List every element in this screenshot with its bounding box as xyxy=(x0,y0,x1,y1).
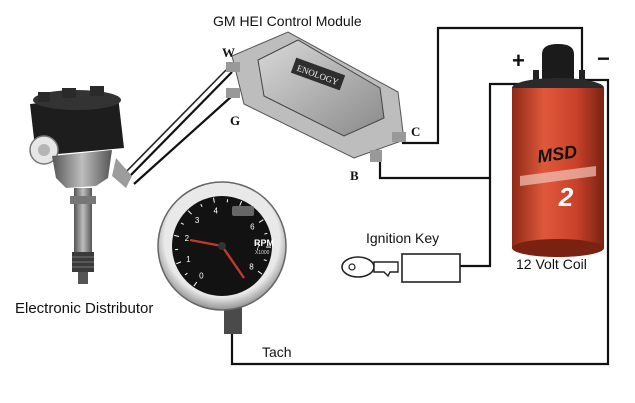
tach-scale-number: 3 xyxy=(195,216,200,225)
tachometer: 012345678 RPM X1000 xyxy=(157,181,287,334)
tach-ticks xyxy=(174,197,272,287)
coil-negative-label: − xyxy=(597,46,610,71)
tach-scale-number: 8 xyxy=(249,263,254,272)
terminal-c-label: C xyxy=(411,124,420,139)
tach-tick xyxy=(263,259,267,262)
terminal-w-label: W xyxy=(222,45,235,60)
ignition-key-label: Ignition Key xyxy=(366,230,439,246)
tach-tick xyxy=(184,272,188,276)
tach-needle-secondary xyxy=(221,245,245,279)
key-head xyxy=(341,256,375,278)
tach-tick xyxy=(187,210,192,215)
terminal-g-pin xyxy=(226,88,240,98)
terminal-b-label: B xyxy=(350,168,359,183)
tach-hub xyxy=(218,242,226,250)
coil-decal-stripe xyxy=(520,166,596,186)
distributor-connector xyxy=(112,158,132,188)
distributor-housing xyxy=(52,150,112,188)
coil-negative-post xyxy=(579,70,585,84)
cap-tower xyxy=(90,86,104,96)
ignition-key xyxy=(341,253,461,283)
tach-tick xyxy=(264,232,268,235)
tach-scale-number: 0 xyxy=(199,272,204,281)
hei-control-module: ENOLOGY xyxy=(226,31,406,162)
tach-tick xyxy=(258,219,264,223)
coil-positive-post xyxy=(533,70,539,84)
key-blade xyxy=(373,261,399,278)
tach-scale-number: 1 xyxy=(186,255,191,264)
tach-tick xyxy=(193,281,198,287)
coil-label: 12 Volt Coil xyxy=(516,256,587,272)
wire-w-lead xyxy=(127,71,233,179)
tach-scale-number: 2 xyxy=(185,234,190,243)
terminal-b-pin xyxy=(370,150,382,162)
ignition-switch xyxy=(401,253,461,283)
tach-tick xyxy=(200,203,203,208)
tach-tick xyxy=(213,197,215,203)
module-label: GM HEI Control Module xyxy=(213,13,362,29)
terminal-c-pin xyxy=(392,132,406,142)
tach-unit: RPM xyxy=(254,238,274,248)
coil-base xyxy=(512,239,604,257)
cap-tower xyxy=(62,88,76,98)
tach-multiplier: X1000 xyxy=(255,250,270,256)
electronic-distributor xyxy=(29,86,132,284)
tach-tick xyxy=(180,222,184,225)
coil-positive-label: + xyxy=(512,48,525,73)
vacuum-advance-center xyxy=(38,144,50,156)
tach-label: Tach xyxy=(262,344,292,360)
module-stamp-plate xyxy=(290,57,346,91)
tach-tick xyxy=(239,200,243,206)
terminal-g-label: G xyxy=(230,113,240,128)
key-hole xyxy=(348,263,356,271)
distributor-label: Electronic Distributor xyxy=(15,300,153,317)
tach-tick xyxy=(174,234,180,237)
module-top xyxy=(257,39,385,137)
tach-tick xyxy=(176,261,182,265)
coil-tower xyxy=(542,44,574,84)
shaft-collar xyxy=(70,196,96,204)
tach-scale-number: 6 xyxy=(250,223,255,232)
tach-shift-light xyxy=(232,206,254,216)
wire-g-lead xyxy=(133,95,233,185)
ignition-coil: MSD 2 xyxy=(512,44,604,257)
terminal-w-pin xyxy=(226,62,240,72)
tach-scale-number: 7 xyxy=(256,243,261,252)
tach-tick xyxy=(257,270,263,275)
wire-w-lead-2 xyxy=(121,69,227,177)
distributor-tip xyxy=(78,272,88,284)
tach-needle xyxy=(189,238,223,248)
cap-tower xyxy=(38,92,50,102)
wire-coil-negative-to-tach xyxy=(230,78,610,366)
wire-c-to-coil-negative xyxy=(402,26,584,145)
tach-scale-number: 4 xyxy=(213,207,218,216)
coil-badge: 2 xyxy=(558,182,574,212)
wire-b-to-positive xyxy=(378,160,490,180)
tach-mount xyxy=(224,306,242,334)
